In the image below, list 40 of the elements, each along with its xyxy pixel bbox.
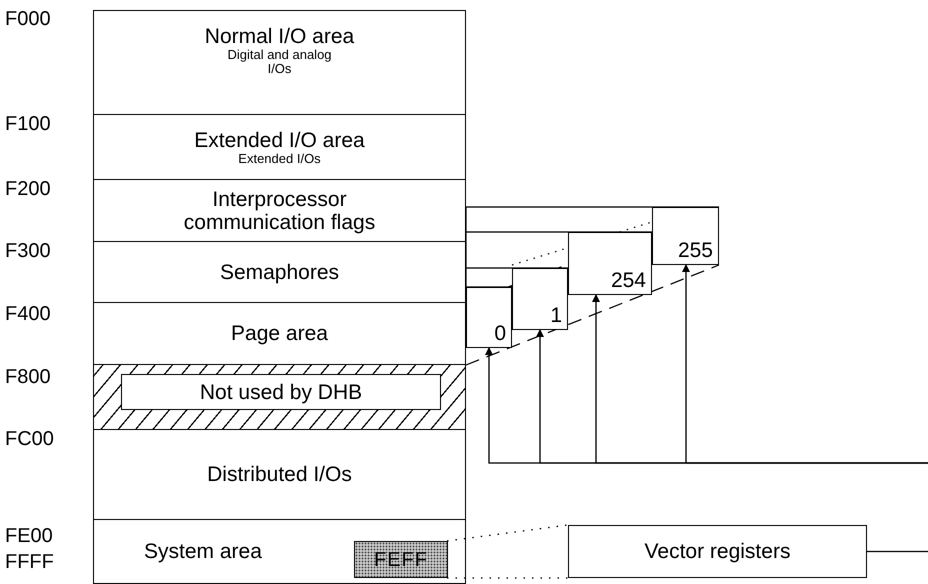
address-label: F100 [5,113,51,135]
region-title: Normal I/O area [204,25,354,48]
memory-region [93,180,466,242]
connector-line [867,550,928,552]
address-label: F300 [5,240,51,262]
page-number: 254 [610,269,646,292]
region-title: Semaphores [220,260,340,284]
region-title: Page area [231,322,328,345]
address-label: FE00 [5,525,53,547]
address-label: F000 [5,8,51,30]
arrow [682,264,928,464]
page-box [568,232,652,295]
page-box [466,287,512,348]
address-label: F200 [5,178,51,200]
projection-line [446,524,569,579]
memory-region [93,115,466,180]
address-label: FFFF [5,551,54,573]
page-box [512,268,568,330]
address-label: F800 [5,366,51,388]
page-number: 1 [550,304,562,327]
register-box [568,525,867,578]
page-box [652,207,719,265]
memory-region [93,10,466,115]
region-title: Interprocessor communication flags [182,188,376,234]
page-number: 0 [494,322,506,345]
region-title: System area [144,540,262,563]
region-label-box [121,374,441,410]
address-label: FC00 [5,428,54,450]
region-title: Vector registers [644,540,790,563]
region-title: Not used by DHB [200,380,362,404]
address-label: F400 [5,303,51,325]
region-subtitle: Extended I/Os [238,152,321,166]
memory-region [93,430,466,520]
memory-region [93,520,466,584]
region-subtitle: Digital and analog I/Os [226,48,333,76]
hatched-band [93,365,466,430]
memory-region [93,242,466,303]
page-number: 255 [678,239,713,262]
region-title: Distributed I/Os [207,463,352,486]
region-title: Extended I/O area [194,129,365,152]
